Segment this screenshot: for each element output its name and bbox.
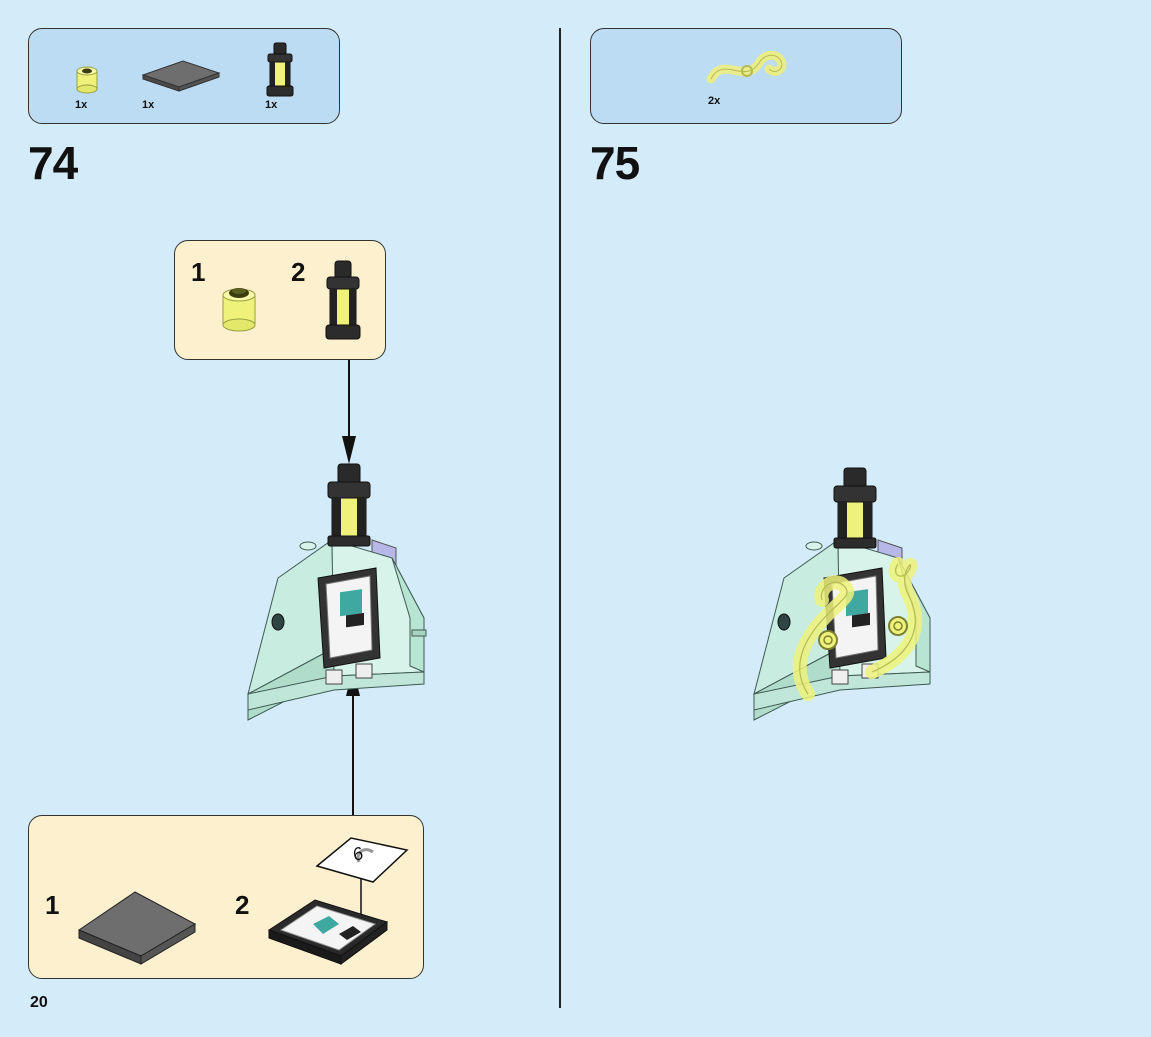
sub-assembly-callout-bottom: 1 2 6 bbox=[28, 815, 424, 979]
step-number: 75 bbox=[590, 137, 640, 189]
sub-step-number: 2 bbox=[291, 257, 306, 287]
step-number: 74 bbox=[28, 137, 78, 189]
model-assembly-step-75 bbox=[753, 467, 931, 721]
trans-yellow-swirl-icon bbox=[706, 50, 787, 84]
sub-step-number: 1 bbox=[45, 890, 60, 920]
part-qty: 2x bbox=[708, 95, 721, 107]
sub-step-number: 1 bbox=[191, 257, 206, 287]
part-qty: 1x bbox=[142, 99, 155, 111]
black-lantern-icon bbox=[266, 42, 294, 97]
sub-step-number: 2 bbox=[235, 890, 250, 920]
dark-gray-tile-2x4-icon bbox=[141, 60, 221, 92]
trans-yellow-round-brick-icon bbox=[222, 288, 256, 332]
page-divider bbox=[559, 28, 561, 1008]
black-lantern-icon bbox=[325, 260, 361, 340]
sub-assembly-callout-top: 1 2 bbox=[174, 240, 386, 360]
sticker-icon bbox=[315, 837, 409, 883]
dark-gray-tile-2x4-icon bbox=[77, 891, 197, 965]
arrow-down-icon bbox=[342, 360, 356, 464]
parts-list-step-75: 2x bbox=[590, 28, 902, 124]
trans-yellow-round-brick-icon bbox=[76, 66, 98, 94]
parts-list-step-74: 1x 1x 1x bbox=[28, 28, 340, 124]
part-qty: 1x bbox=[265, 99, 278, 111]
part-qty: 1x bbox=[75, 99, 88, 111]
page-number: 20 bbox=[30, 994, 48, 1011]
model-assembly-step-74 bbox=[247, 463, 427, 721]
sticker-leader-line bbox=[360, 878, 362, 914]
tile-with-sticker-icon bbox=[267, 899, 389, 965]
